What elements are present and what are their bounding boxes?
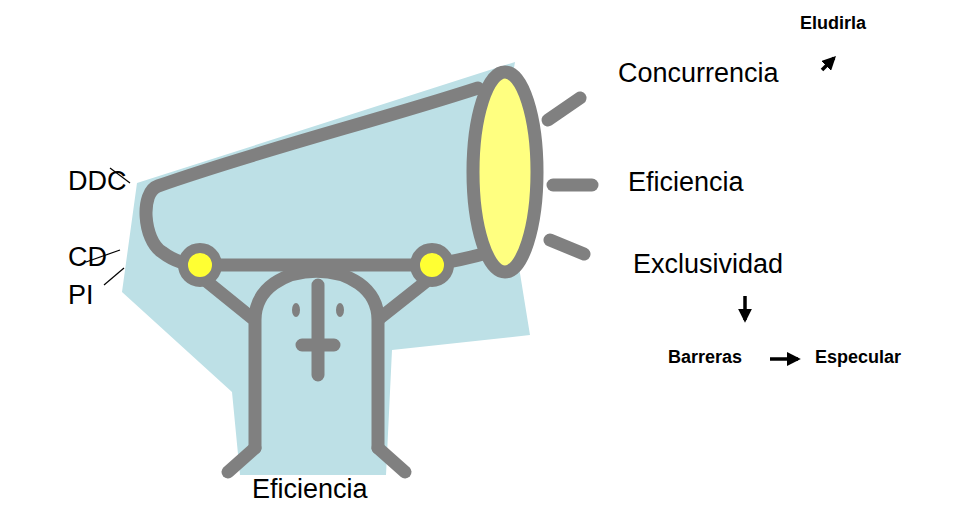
figure-caption-label: Eficiencia bbox=[252, 474, 368, 505]
eye bbox=[292, 303, 300, 317]
outcome-label: Eludirla bbox=[800, 13, 866, 34]
background-shape bbox=[122, 62, 530, 475]
sound-line bbox=[548, 98, 580, 120]
left-arm bbox=[205, 280, 252, 318]
arrow-up-right bbox=[822, 58, 834, 70]
megaphone-mouth bbox=[473, 72, 537, 272]
hand bbox=[415, 248, 449, 282]
arrow-right bbox=[770, 357, 798, 361]
eye bbox=[336, 303, 344, 317]
face-line bbox=[302, 285, 334, 375]
part-label: PI bbox=[68, 280, 94, 311]
part-label: DDC bbox=[68, 166, 127, 197]
concept-label: Eficiencia bbox=[628, 167, 744, 198]
megaphone-body bbox=[146, 88, 490, 265]
right-foot bbox=[378, 448, 405, 472]
left-foot bbox=[228, 448, 255, 472]
arrow-down bbox=[743, 296, 747, 320]
right-arm bbox=[380, 280, 428, 318]
leader-line bbox=[104, 268, 124, 285]
outcome-label: Barreras bbox=[668, 347, 742, 368]
outcome-label: Especular bbox=[815, 347, 901, 368]
concept-label: Concurrencia bbox=[618, 58, 779, 89]
part-label: CD bbox=[68, 242, 107, 273]
figure-body bbox=[255, 271, 378, 448]
sound-line bbox=[553, 179, 592, 192]
concept-label: Exclusividad bbox=[633, 249, 783, 280]
hand bbox=[183, 248, 217, 282]
sound-line bbox=[550, 240, 584, 254]
